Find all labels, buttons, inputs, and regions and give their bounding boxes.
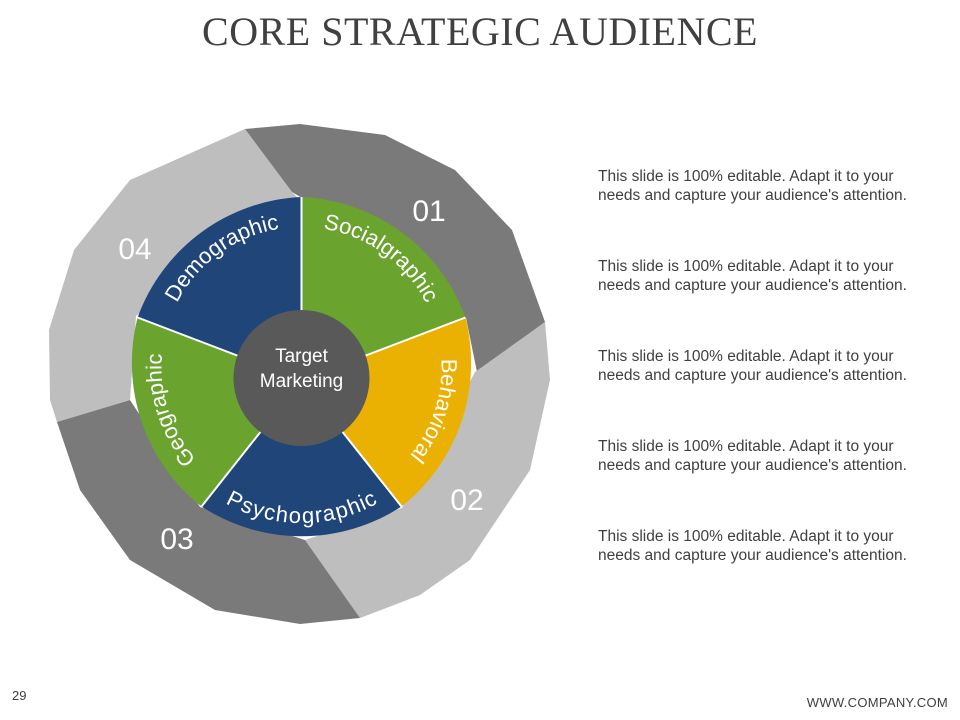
note-2: This slide is 100% editable. Adapt it to… (598, 258, 907, 294)
footer-url: WWW.COMPANY.COM (806, 695, 948, 710)
slide-title: CORE STRATEGIC AUDIENCE (202, 9, 758, 54)
center-circle (233, 310, 370, 446)
ring-number-02: 02 (450, 484, 483, 517)
ring-number-03: 03 (160, 523, 193, 556)
ring-number-01: 01 (412, 195, 445, 228)
center-label-line1: Target (275, 346, 329, 367)
ring-number-04: 04 (118, 233, 151, 266)
notes-list: This slide is 100% editable. Adapt it to… (598, 167, 918, 617)
note-1: This slide is 100% editable. Adapt it to… (598, 168, 907, 204)
segment-psychographic (201, 380, 402, 537)
note-4: This slide is 100% editable. Adapt it to… (598, 438, 907, 474)
note-3: This slide is 100% editable. Adapt it to… (598, 348, 907, 384)
page-number: 29 (12, 688, 27, 703)
outer-segment-03 (57, 400, 360, 624)
note-5: This slide is 100% editable. Adapt it to… (598, 528, 907, 564)
center-label-line2: Marketing (260, 371, 343, 392)
